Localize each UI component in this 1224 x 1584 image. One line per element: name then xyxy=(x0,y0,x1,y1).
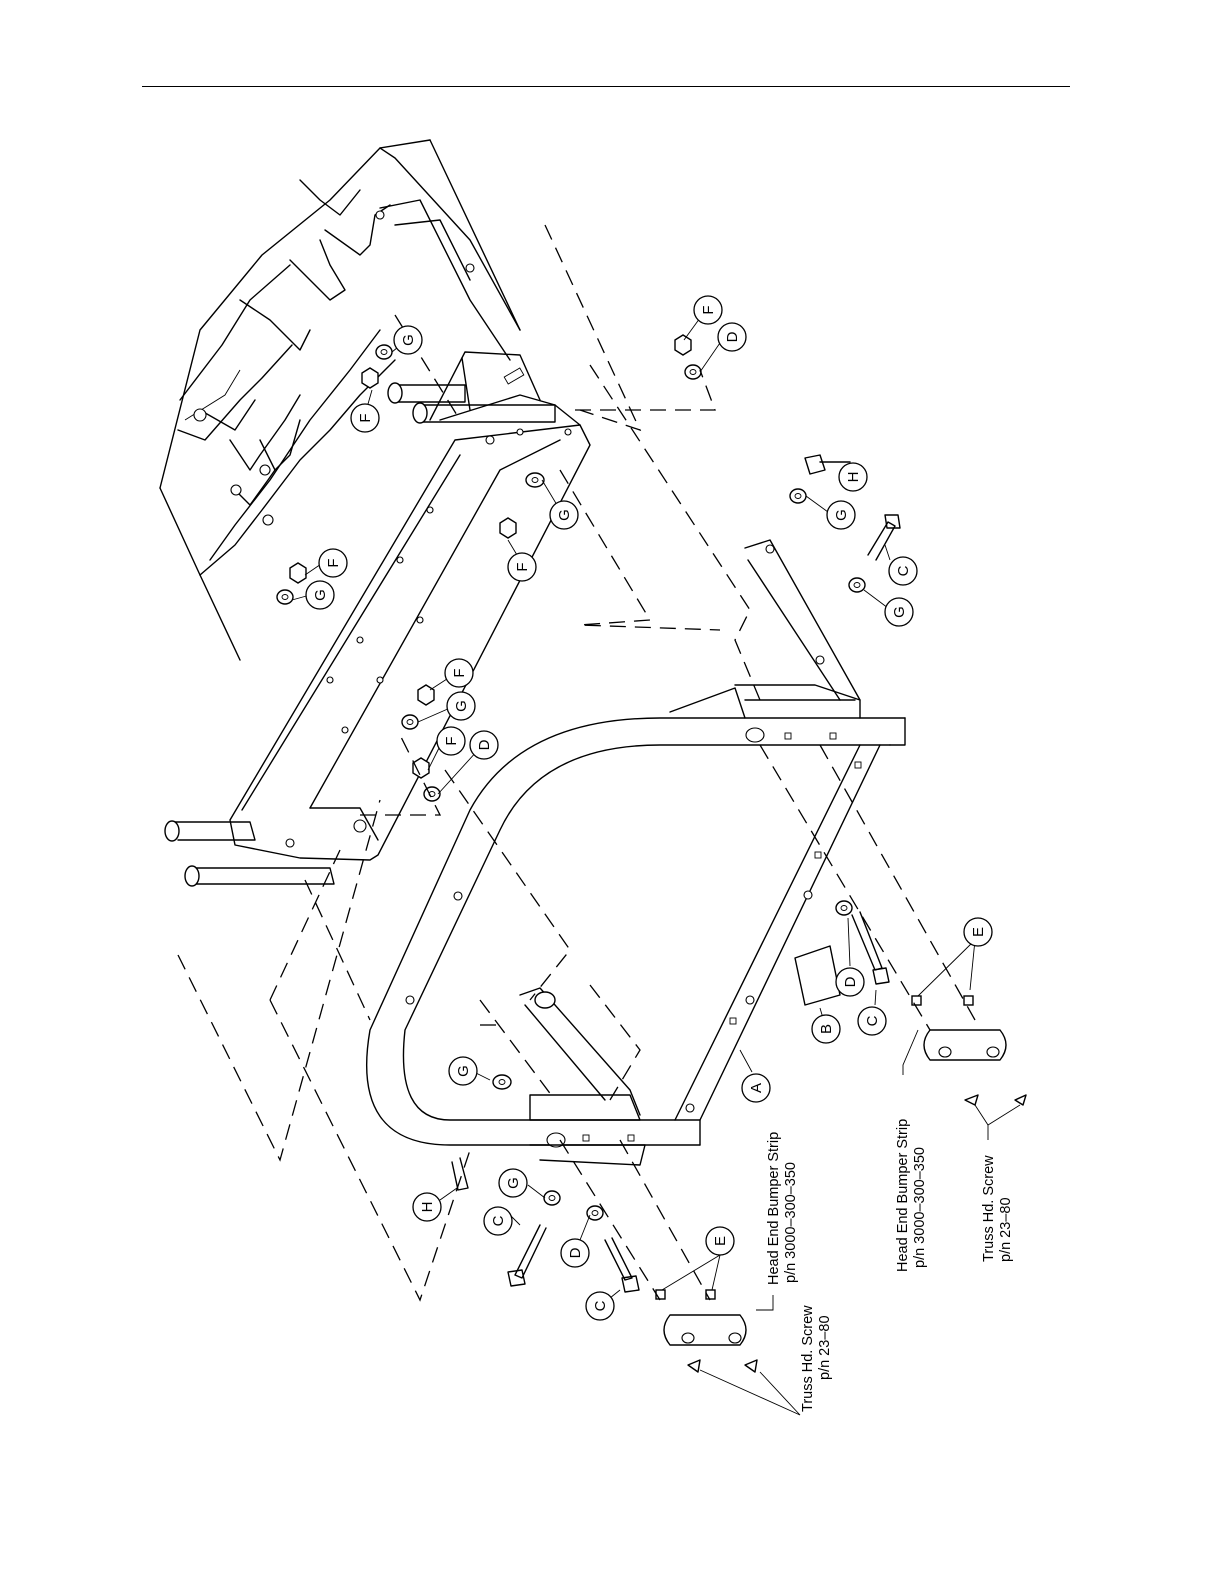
svg-text:F: F xyxy=(325,558,342,567)
callout-F: F xyxy=(445,659,473,687)
callout-F: F xyxy=(508,553,536,581)
bumper-strip-right xyxy=(924,1030,1006,1060)
assembly-lines xyxy=(178,225,975,1300)
callout-G: G xyxy=(827,501,855,529)
callout-A: A xyxy=(742,1074,770,1102)
strip-left-label-line2: p/n 3000–300–350 xyxy=(783,1162,799,1283)
callout-C: C xyxy=(858,1007,886,1035)
svg-text:C: C xyxy=(895,565,912,576)
svg-text:D: D xyxy=(476,739,493,750)
svg-text:E: E xyxy=(712,1236,729,1246)
callout-D: D xyxy=(718,323,746,351)
callout-F: F xyxy=(694,296,722,324)
callout-H: H xyxy=(839,463,867,491)
svg-text:C: C xyxy=(592,1300,609,1311)
svg-text:F: F xyxy=(443,736,460,745)
callout-E: E xyxy=(964,918,992,946)
svg-text:G: G xyxy=(312,589,329,601)
screw-right-label-line1: Truss Hd. Screw xyxy=(981,1155,997,1262)
machine-base xyxy=(160,140,520,660)
svg-text:F: F xyxy=(514,562,531,571)
svg-text:D: D xyxy=(724,331,741,342)
callout-balloons: G F F D G F H G C G F G F G F D E D B C … xyxy=(306,296,992,1320)
callout-E: E xyxy=(706,1227,734,1255)
part-notes: Head End Bumper Strip p/n 3000–300–350 T… xyxy=(766,1119,1014,1412)
frame-A xyxy=(367,718,905,1147)
callout-C: C xyxy=(586,1292,614,1320)
strip-right-label-line2: p/n 3000–300–350 xyxy=(912,1147,928,1268)
callout-H: H xyxy=(413,1193,441,1221)
svg-text:G: G xyxy=(505,1177,522,1189)
svg-text:F: F xyxy=(451,668,468,677)
svg-text:F: F xyxy=(700,305,717,314)
callout-F: F xyxy=(351,404,379,432)
svg-text:B: B xyxy=(818,1024,835,1034)
lower-bracket xyxy=(520,988,645,1165)
strip-left-label-line1: Head End Bumper Strip xyxy=(766,1132,782,1285)
svg-text:A: A xyxy=(748,1083,765,1093)
callout-B: B xyxy=(812,1015,840,1043)
svg-text:D: D xyxy=(842,976,859,987)
callout-G: G xyxy=(447,692,475,720)
callout-G: G xyxy=(449,1057,477,1085)
callout-G: G xyxy=(550,501,578,529)
svg-text:E: E xyxy=(970,927,987,937)
callout-D: D xyxy=(836,968,864,996)
callout-D: D xyxy=(561,1239,589,1267)
strip-right-label-line1: Head End Bumper Strip xyxy=(895,1119,911,1272)
callout-D: D xyxy=(470,731,498,759)
svg-text:G: G xyxy=(556,509,573,521)
callout-C: C xyxy=(484,1207,512,1235)
svg-text:F: F xyxy=(357,413,374,422)
bumper-strip-left xyxy=(664,1315,746,1345)
svg-text:H: H xyxy=(419,1202,436,1213)
svg-text:C: C xyxy=(864,1015,881,1026)
svg-text:G: G xyxy=(453,700,470,712)
callout-G: G xyxy=(306,581,334,609)
callout-F: F xyxy=(437,727,465,755)
callout-C: C xyxy=(889,557,917,585)
svg-text:G: G xyxy=(891,606,908,618)
svg-text:G: G xyxy=(455,1065,472,1077)
svg-text:H: H xyxy=(845,472,862,483)
svg-text:G: G xyxy=(400,334,417,346)
screw-left-label-line2: p/n 23–80 xyxy=(817,1315,833,1380)
screw-right-label-line2: p/n 23–80 xyxy=(998,1197,1014,1262)
callout-G: G xyxy=(394,326,422,354)
svg-text:C: C xyxy=(490,1215,507,1226)
screw-left-label-line1: Truss Hd. Screw xyxy=(800,1305,816,1412)
svg-text:D: D xyxy=(567,1247,584,1258)
callout-G: G xyxy=(885,598,913,626)
callout-F: F xyxy=(319,549,347,577)
frame-posts xyxy=(165,383,555,886)
svg-text:G: G xyxy=(833,509,850,521)
callout-G: G xyxy=(499,1169,527,1197)
label-B-plate xyxy=(795,946,840,1005)
frame-rails xyxy=(230,352,590,860)
